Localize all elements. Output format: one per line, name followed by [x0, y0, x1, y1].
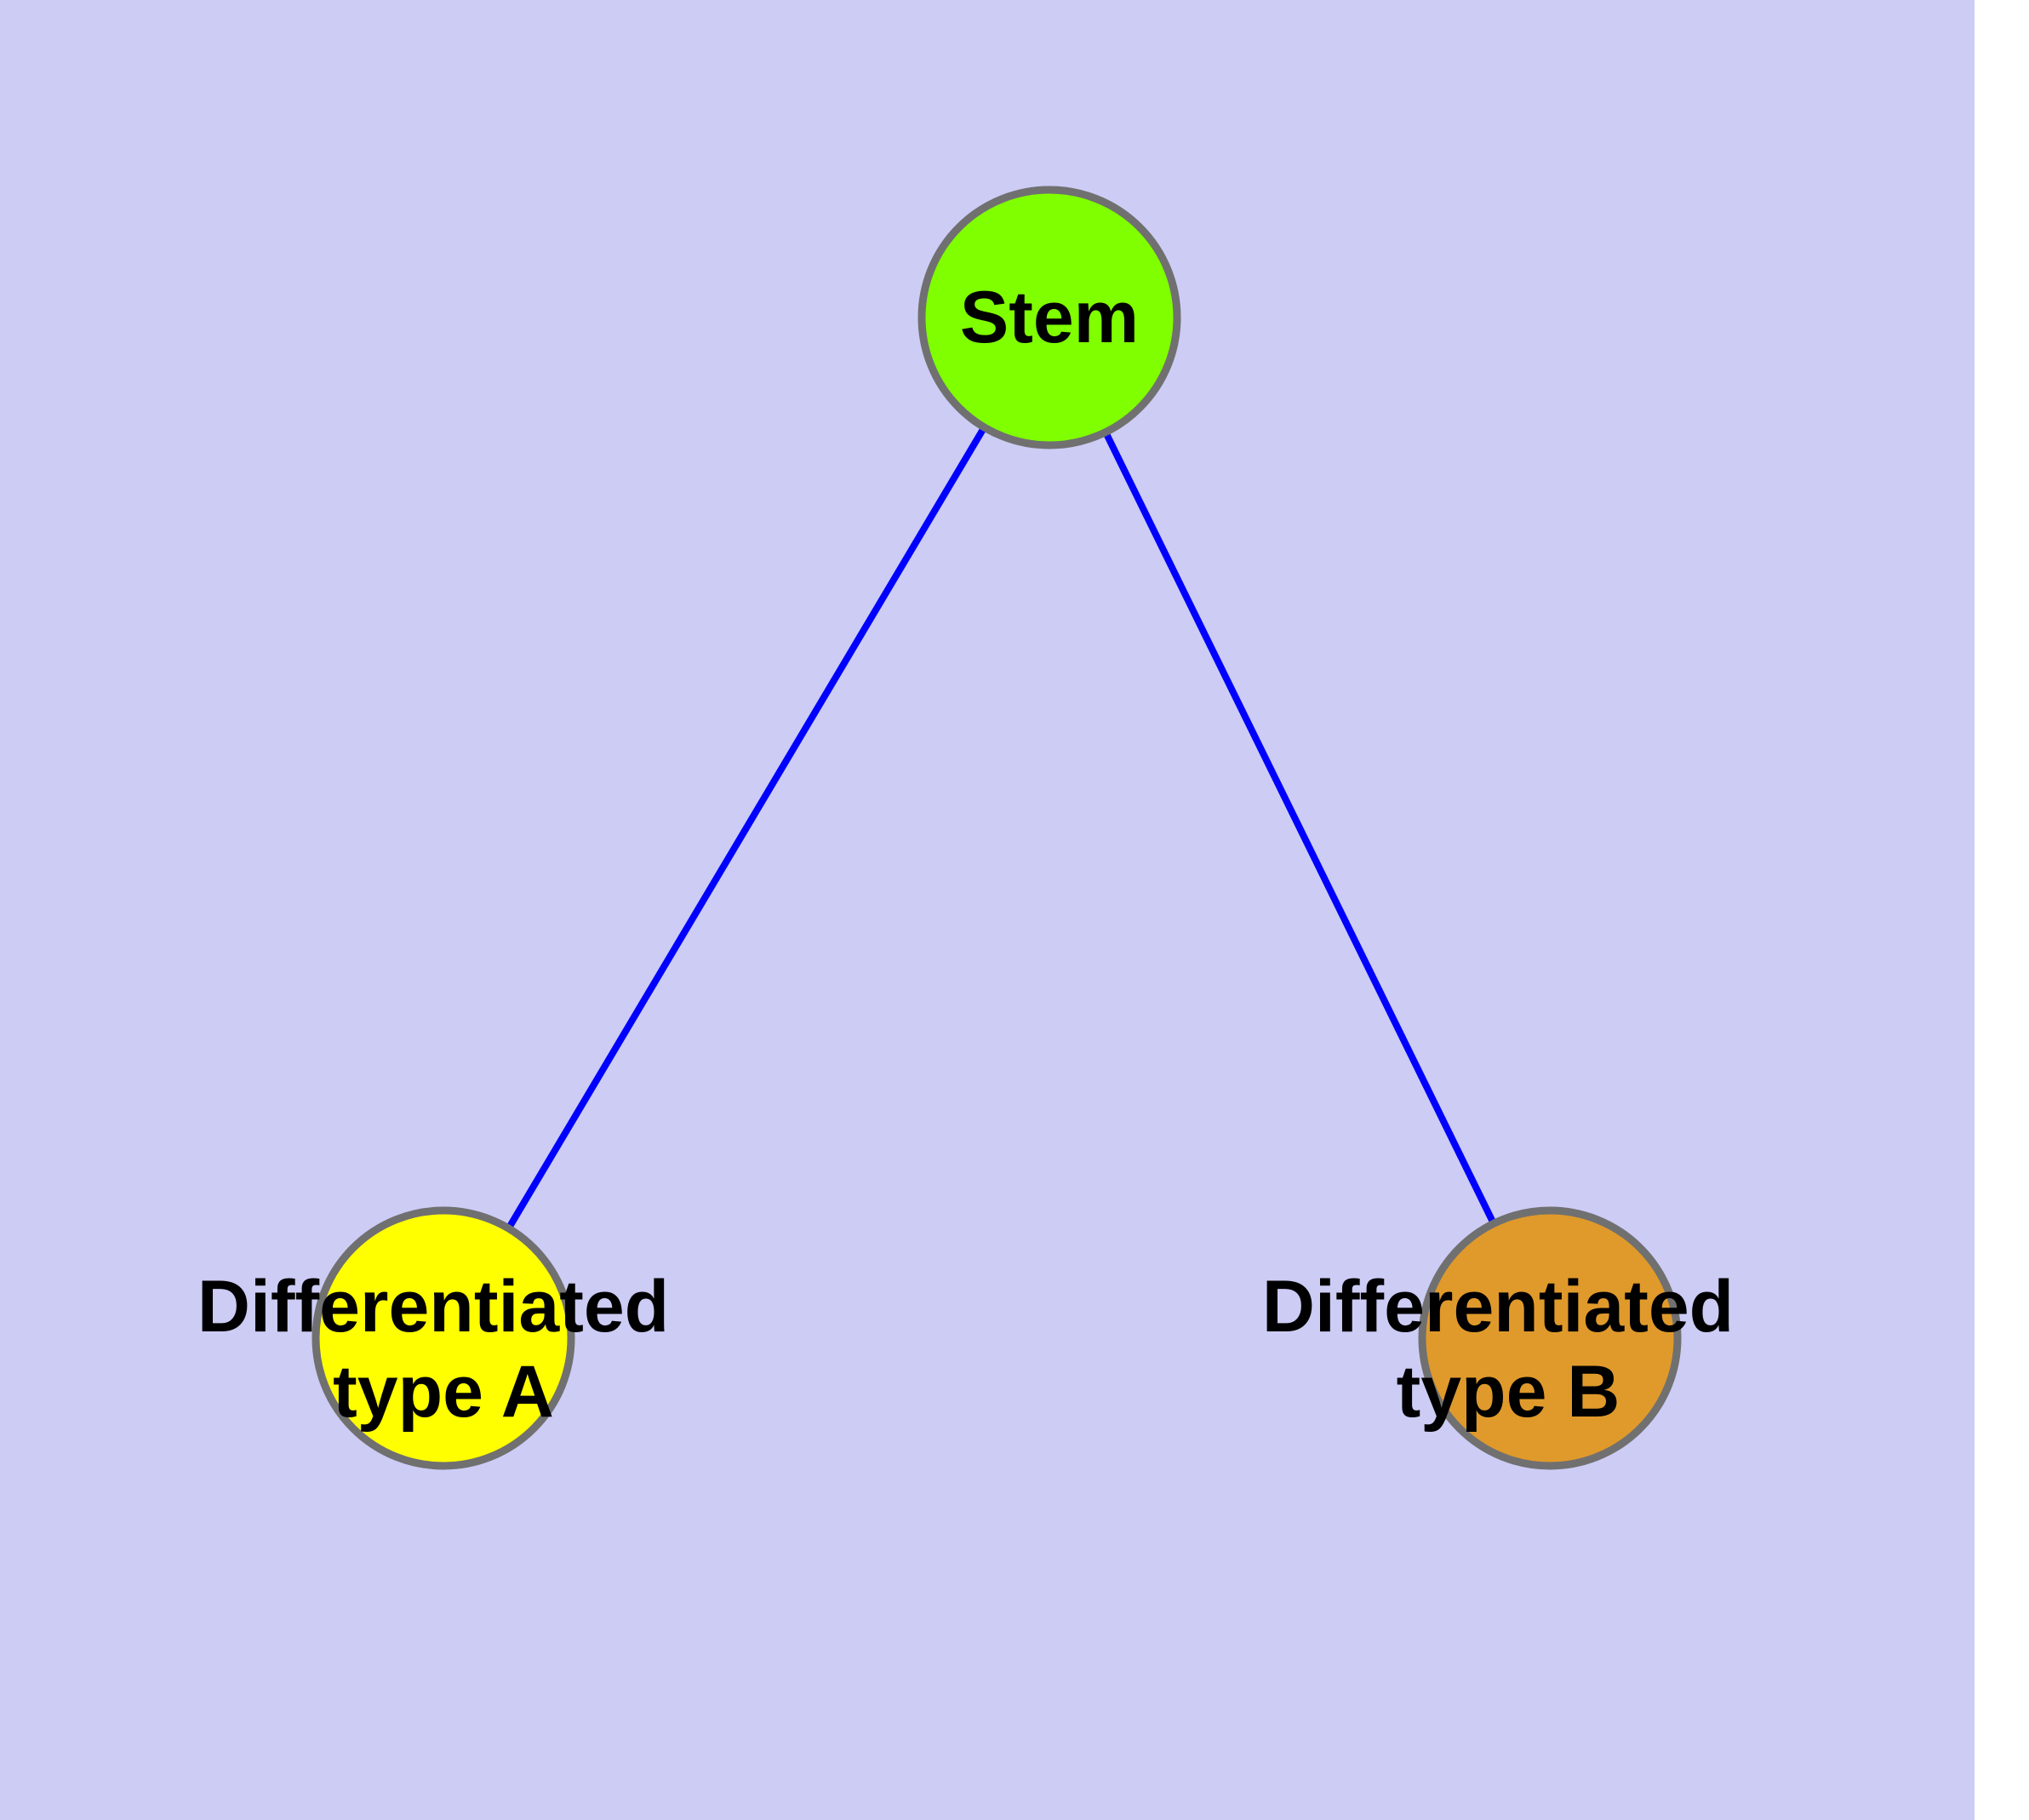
node-differentiated-type-b-label-line1: Differentiated — [1262, 1266, 1734, 1348]
edge-layer — [440, 315, 1553, 1341]
node-differentiated-type-a[interactable]: Differentiated type A — [197, 1206, 689, 1470]
node-stem-label-line1: Stem — [960, 277, 1139, 358]
node-differentiated-type-a-label-line2: type A — [333, 1351, 554, 1433]
node-differentiated-type-b[interactable]: Differentiated type B — [1262, 1206, 1754, 1470]
node-stem[interactable]: Stem — [917, 186, 1181, 449]
node-differentiated-type-b-label: Differentiated type B — [1262, 1266, 1754, 1433]
node-stem-label: Stem — [960, 277, 1139, 358]
node-differentiated-type-a-circle[interactable] — [311, 1206, 575, 1470]
node-differentiated-type-a-label-line1: Differentiated — [197, 1266, 669, 1348]
node-layer: Stem Differentiated type A Differentiate… — [197, 186, 1754, 1470]
edge-stem-to-differentiated-type-a[interactable] — [440, 315, 1053, 1341]
node-stem-circle[interactable] — [917, 186, 1181, 449]
node-differentiated-type-b-circle[interactable] — [1418, 1206, 1682, 1470]
edge-stem-to-differentiated-type-b[interactable] — [1046, 316, 1553, 1340]
node-differentiated-type-b-label-line2: type B — [1397, 1351, 1620, 1433]
node-differentiated-type-a-label: Differentiated type A — [197, 1266, 689, 1433]
